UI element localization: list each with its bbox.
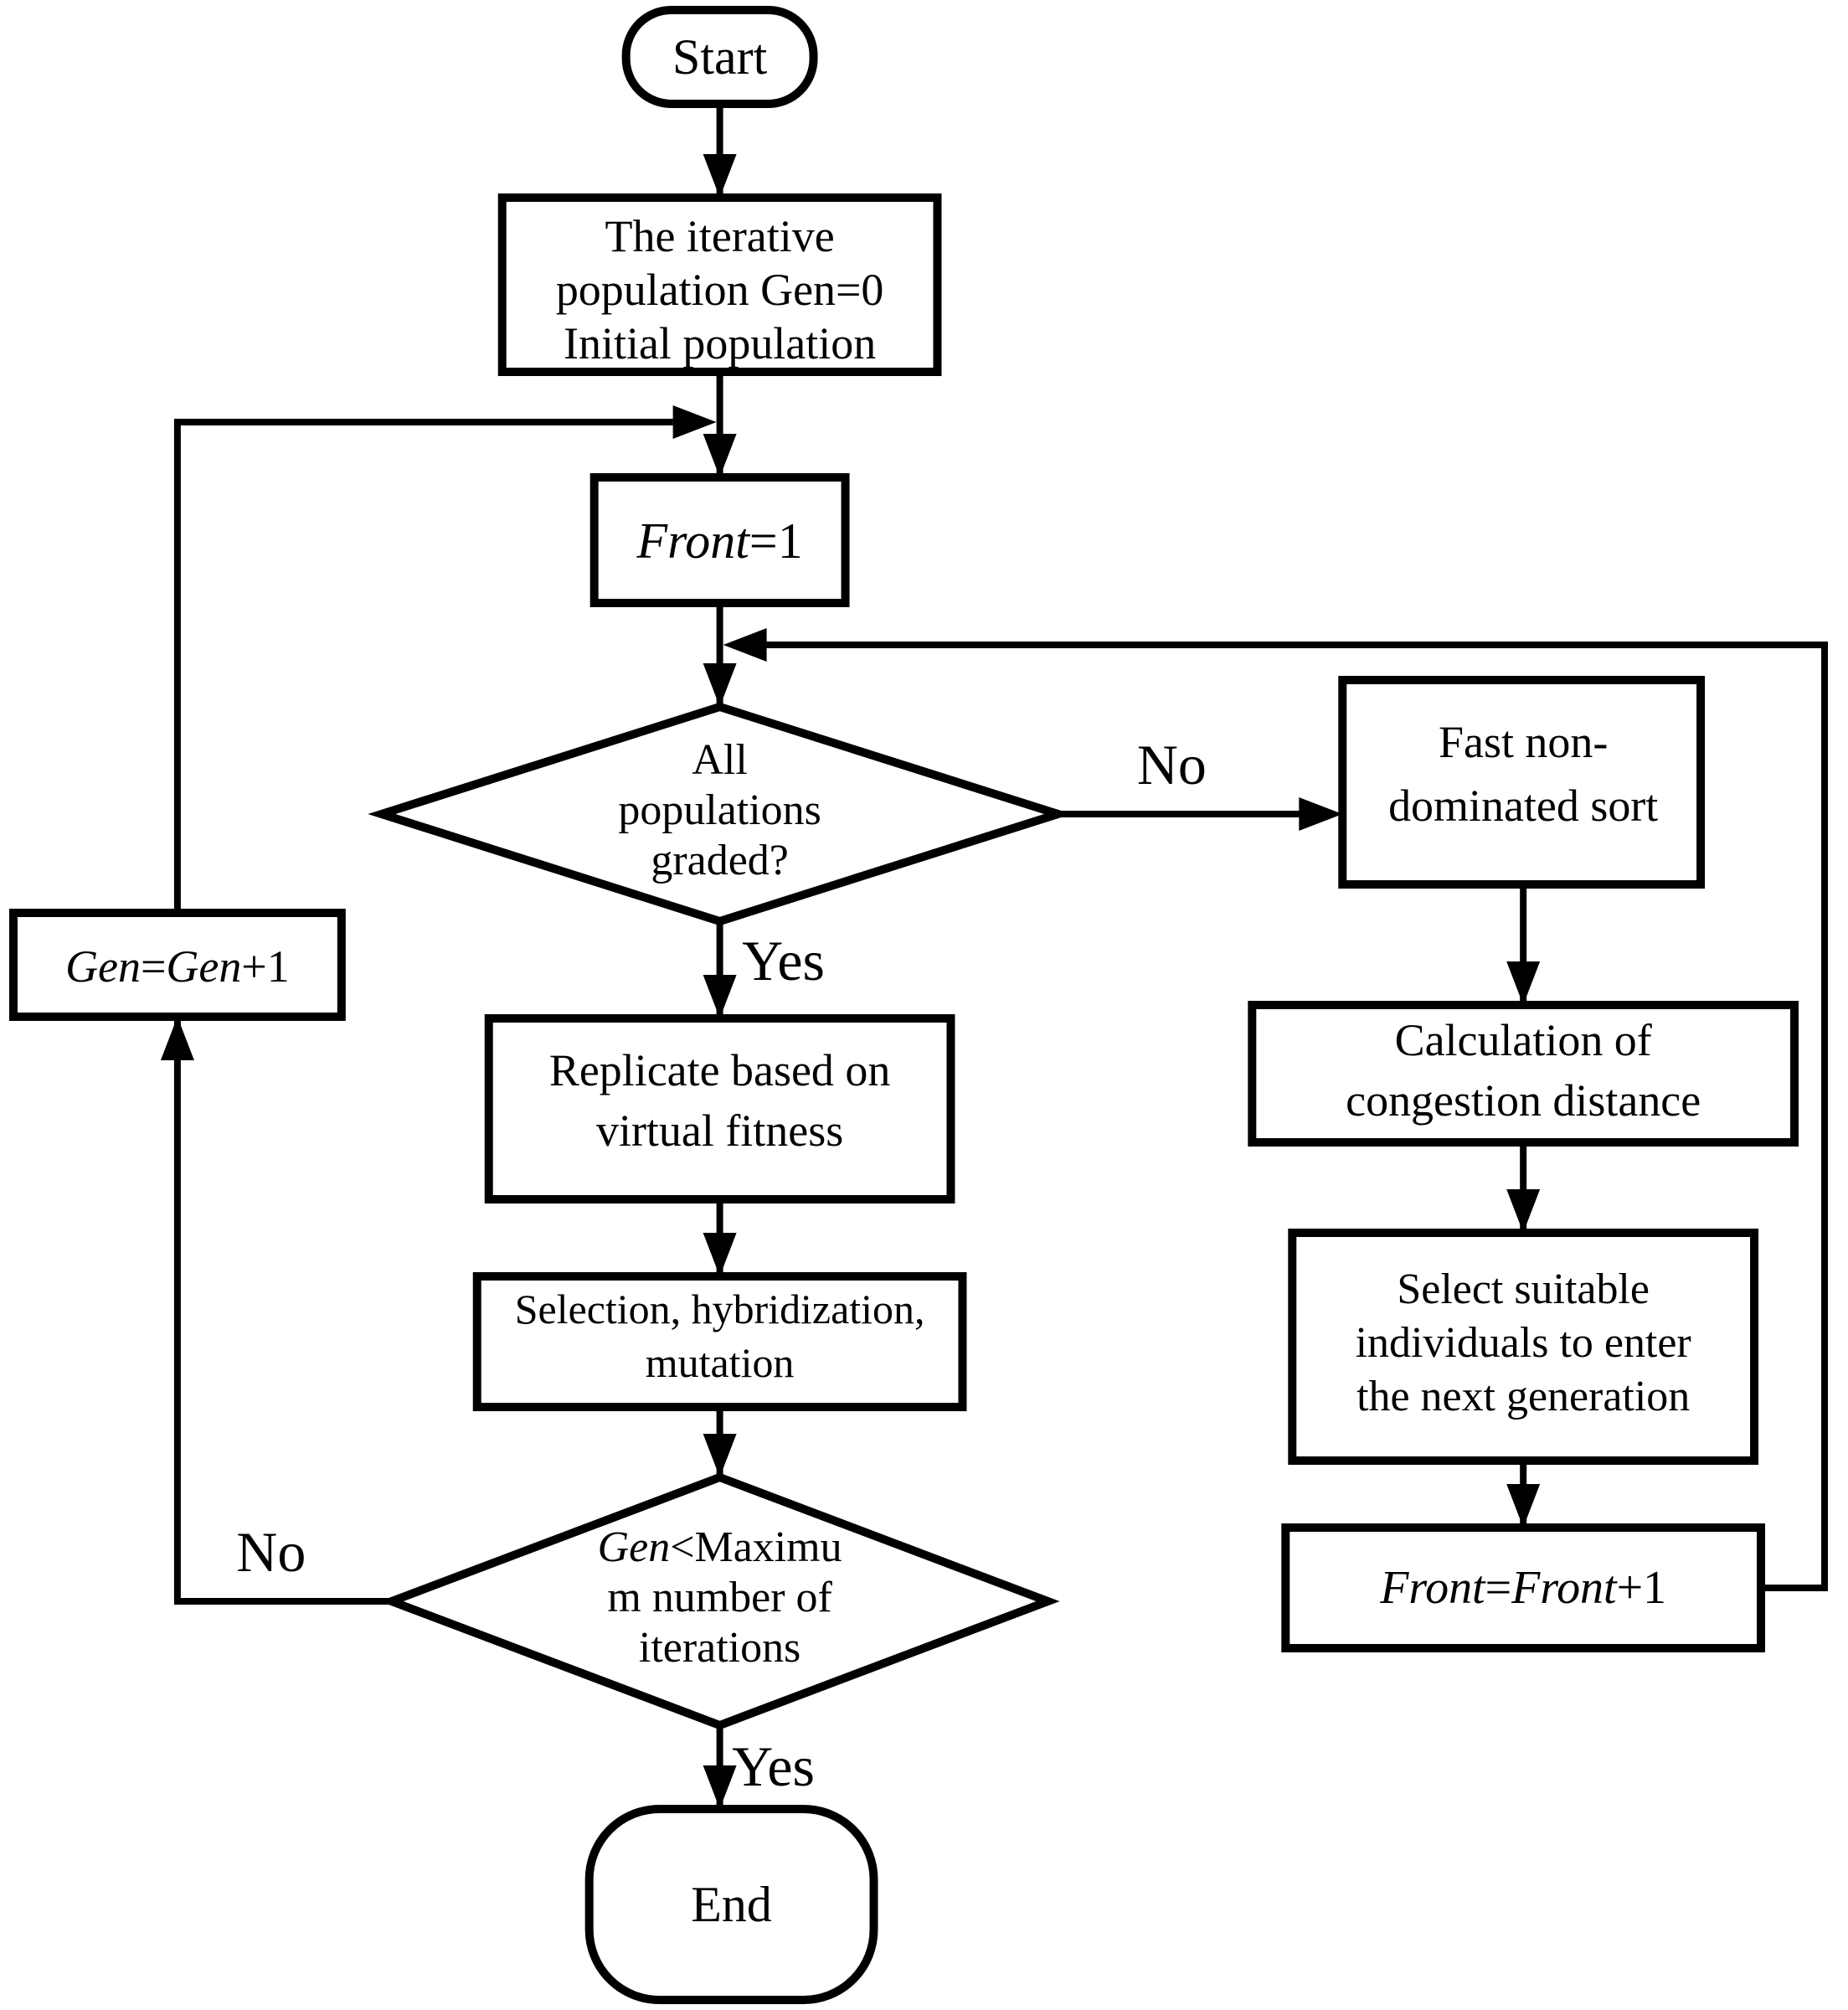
front-init-value: =1 (749, 513, 803, 569)
arrowheads (160, 154, 1541, 1809)
graded-line-2: populations (618, 786, 821, 834)
replicate-box (484, 1014, 955, 1203)
label-iter-no: No (236, 1520, 306, 1584)
arrowhead-into-fast-sort (1299, 797, 1343, 831)
arrowhead-into-congestion (1506, 961, 1541, 1005)
replicate-line-1: Replicate based on (549, 1045, 891, 1095)
arrowhead-into-selection (703, 1233, 737, 1276)
gen-inc-plus-one: +1 (241, 941, 289, 992)
selection-line-1: Selection, hybridization, (515, 1286, 925, 1332)
front-increment-label: Front=Front+1 (1379, 1562, 1666, 1614)
fast-sort-line-2: dominated sort (1388, 781, 1658, 831)
arrowhead-into-front-inc (1506, 1484, 1541, 1528)
arrowhead-into-gen-inc (160, 1017, 194, 1060)
label-graded-yes: Yes (742, 929, 825, 992)
label-graded-no: No (1137, 733, 1207, 796)
end-terminator (584, 1805, 878, 2004)
label-iter-yes: Yes (732, 1734, 815, 1798)
select-next-line-1: Select suitable (1397, 1265, 1650, 1313)
iter-line-1-rest: <Maximu (670, 1523, 842, 1571)
congestion-line-1: Calculation of (1395, 1015, 1652, 1065)
graded-line-3: graded? (651, 837, 788, 884)
iter-gen-var: Gen (598, 1523, 671, 1571)
gen-increment-label: Gen=Gen+1 (65, 941, 290, 992)
edge-gen-inc-loop (173, 419, 673, 913)
arrowhead-into-front-init (703, 434, 737, 477)
front-inc-var-2: Front (1511, 1562, 1618, 1614)
iter-line-1: Gen<Maximu (598, 1523, 842, 1571)
replicate-line-2: virtual fitness (596, 1106, 843, 1156)
node-texts: Start The iterative population Gen=0 Ini… (65, 29, 1701, 1932)
arrowhead-into-iter (703, 1434, 737, 1477)
gen-inc-var-2: Gen (166, 941, 241, 992)
front-inc-plus-one: +1 (1617, 1562, 1667, 1614)
front-init-var: Front (636, 513, 751, 569)
front-init-label: Front=1 (636, 513, 803, 569)
node-shapes (8, 6, 1799, 2004)
arrowhead-into-end (703, 1765, 737, 1809)
end-label: End (691, 1877, 772, 1932)
graded-line-1: All (692, 736, 747, 784)
init-line-1: The iterative (605, 211, 835, 261)
arrowhead-into-graded (703, 663, 737, 707)
edge-iter-no-to-gen-inc (173, 1017, 392, 1605)
arrowhead-front-loop-merge (723, 628, 767, 662)
front-init-box (589, 473, 850, 607)
arrowhead-gen-loop-merge (672, 405, 717, 439)
front-inc-var-1: Front (1379, 1562, 1486, 1614)
iteration-limit-decision (379, 1472, 1060, 1730)
fast-sort-line-1: Fast non- (1439, 717, 1608, 767)
start-terminator (621, 6, 818, 108)
arrowhead-into-replicate (703, 975, 737, 1018)
fast-sort-box (1338, 676, 1706, 889)
iter-line-2: m number of (607, 1574, 832, 1621)
edge-front-inc-loop (766, 642, 1829, 1591)
gen-inc-equals: = (141, 941, 166, 992)
init-population-box (497, 193, 942, 376)
populations-graded-decision (368, 702, 1072, 926)
congestion-line-2: congestion distance (1346, 1075, 1701, 1126)
arrowhead-into-select-next (1506, 1189, 1541, 1233)
iter-line-3: iterations (639, 1624, 800, 1672)
start-label: Start (672, 29, 768, 85)
select-next-box (1288, 1229, 1759, 1465)
init-line-2: population Gen=0 (556, 265, 884, 315)
congestion-box (1248, 1001, 1799, 1147)
edge-labels: No Yes No Yes (236, 733, 1207, 1798)
arrowhead-start-to-init (703, 154, 737, 198)
init-line-3: Initial population (564, 318, 876, 368)
selection-line-2: mutation (646, 1339, 795, 1386)
front-inc-equals: = (1485, 1562, 1512, 1614)
gen-inc-var-1: Gen (65, 941, 141, 992)
select-next-line-3: the next generation (1356, 1373, 1690, 1420)
select-next-line-2: individuals to enter (1356, 1319, 1691, 1367)
